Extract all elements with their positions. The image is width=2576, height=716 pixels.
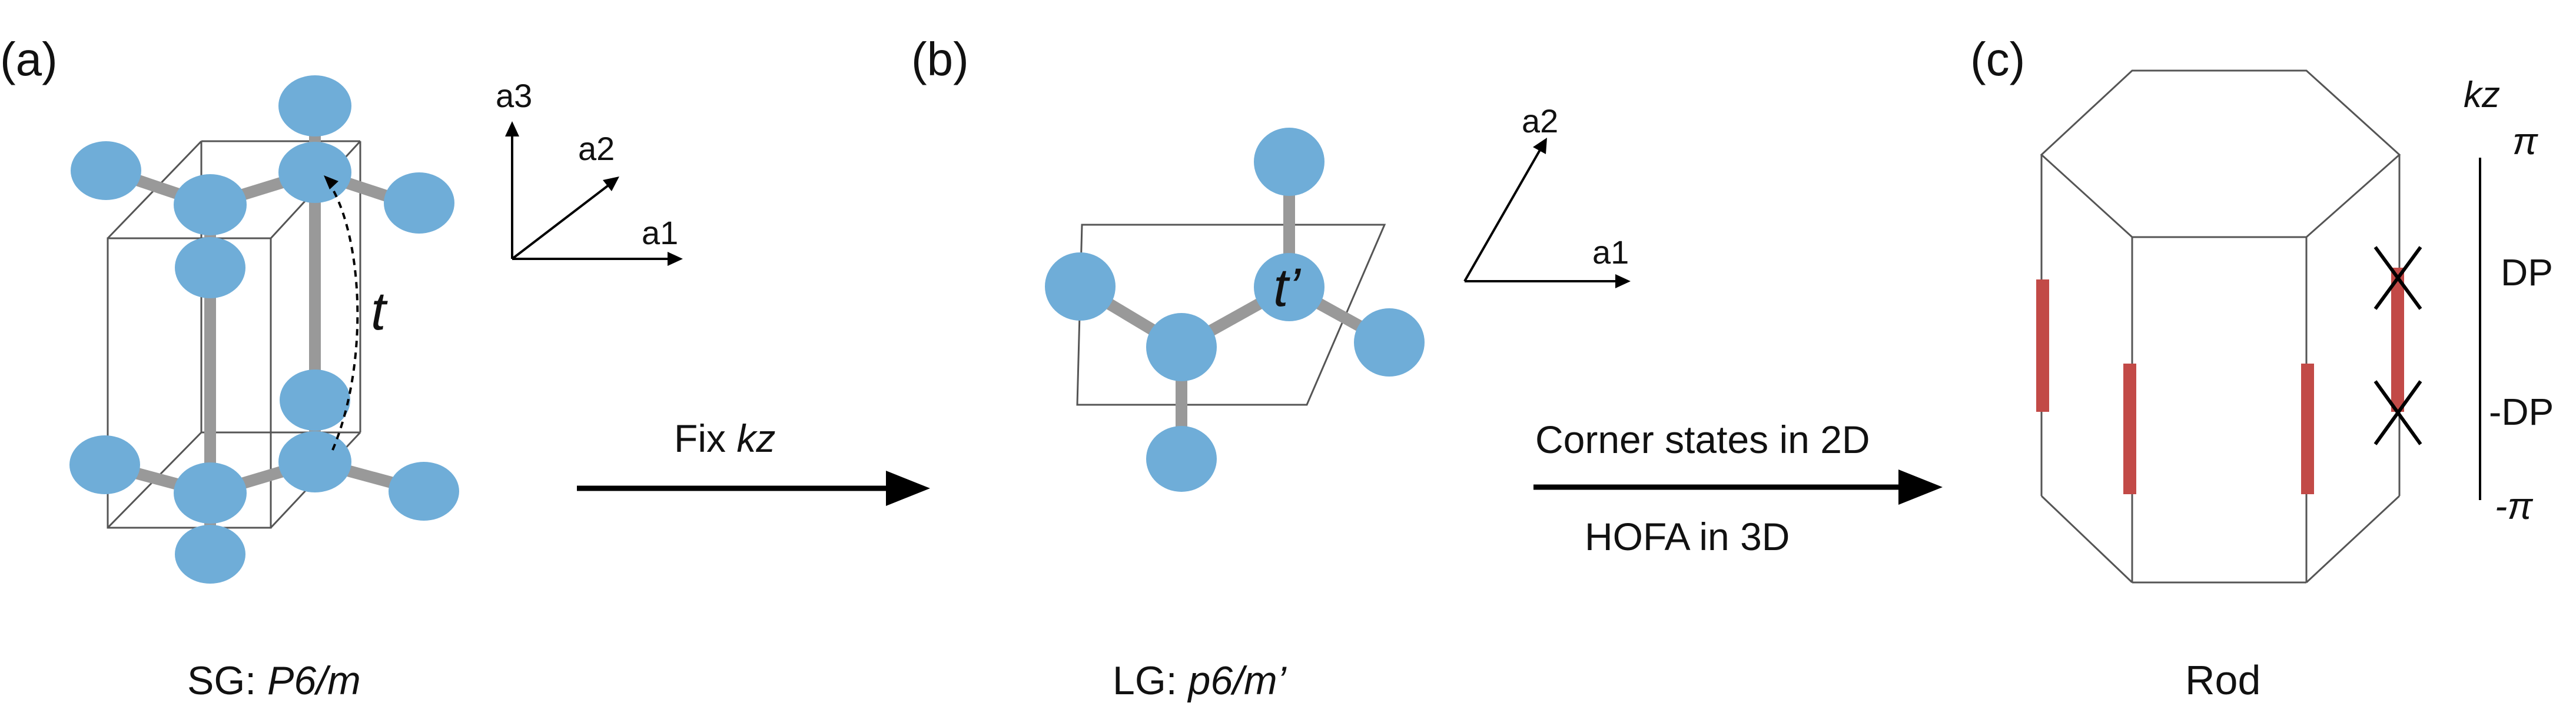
panel-a-label: (a) [0,33,58,85]
panel-a: (a) [0,33,683,703]
arrow-fix-kz [577,471,930,506]
caption-c: Rod [2185,657,2260,703]
axes-triad-b [1463,138,1631,288]
atom [1045,252,1116,321]
kz-tick-pi: π [2512,120,2538,162]
axis-label-a2: a2 [578,130,615,167]
arrow-label-bottom: HOFA in 3D [1585,515,1790,558]
atom [278,75,351,136]
axis-label-a1: a1 [642,214,678,251]
kz-label: kz [2464,75,2500,115]
kz-tick-dp: DP [2501,251,2553,294]
atom [175,237,245,298]
hopping-label-t: t [371,281,388,341]
axes-triad-a [505,121,683,266]
atom [278,142,351,203]
axis-label-b-a2: a2 [1522,102,1558,139]
lattice-atoms-2d [1045,128,1425,492]
atom [174,174,247,235]
axis-label-b-a1: a1 [1592,234,1629,271]
atom [1146,313,1217,381]
panel-c-label: (c) [1970,33,2025,85]
kz-tick-minus-dp: -DP [2489,391,2554,433]
dirac-point-crosses [2373,246,2422,445]
hinge-states [2036,268,2404,494]
caption-a-prefix: SG: [187,658,267,703]
panel-c: (c) kz π DP -DP -π Rod [1970,33,2554,703]
atom [278,431,351,492]
arrow-fix-kz-label: Fix kz [674,417,775,460]
caption-b-prefix: LG: [1113,658,1189,703]
atom [1254,128,1324,196]
atom [384,172,454,234]
atom [1354,308,1425,377]
arrow-fix-kz-var: kz [736,417,775,460]
arrow-label-top: Corner states in 2D [1535,418,1870,461]
lattice-atoms [69,75,459,584]
caption-b: LG: p6/m’ [1113,658,1287,703]
atom [1254,253,1324,321]
hexagonal-prism [2040,69,2401,584]
dirac-cross [2373,246,2422,310]
dirac-cross [2373,380,2422,445]
lattice-bonds-2d [1074,156,1395,465]
panel-b: (b) t’ a2 a1 LG: p6/m’ [911,33,1631,703]
caption-b-group: p6/m’ [1187,658,1287,703]
arrow-corner-states [1533,469,1943,505]
atom [69,435,140,494]
axis-label-a3: a3 [496,77,532,114]
atom [71,141,141,200]
hopping-arc [324,175,359,451]
atom [1146,426,1217,492]
atom [175,525,245,584]
atom [389,462,459,521]
caption-a-group: P6/m [267,658,361,703]
panel-b-label: (b) [911,33,969,85]
atom [280,369,350,431]
kz-tick-minus-pi: -π [2495,485,2533,527]
arrow-fix-kz-prefix: Fix [674,417,736,460]
hopping-label-t-prime: t’ [1273,258,1302,318]
atom [174,462,247,524]
caption-a: SG: P6/m [187,658,361,703]
